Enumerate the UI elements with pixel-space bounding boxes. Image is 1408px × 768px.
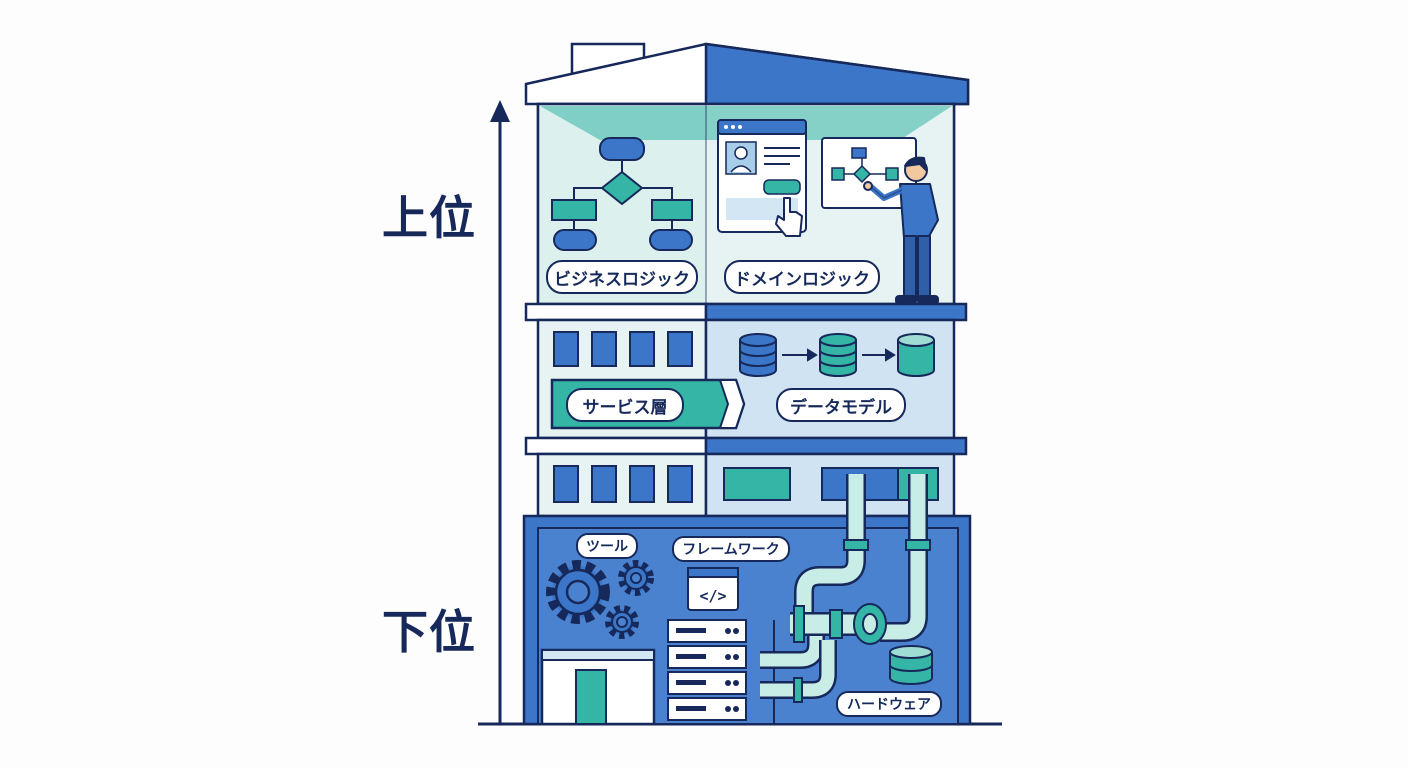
floor-divider-1 [524,302,968,322]
lower-floor [536,452,956,518]
pipe-joints [793,539,931,703]
database-icon [897,333,935,377]
code-window-icon: </> [687,567,739,611]
axis-label-top: 上位 [382,191,476,245]
flowchart-icon [551,137,693,251]
server-rack-icon [667,619,747,721]
gear-icon [546,560,610,624]
label-data-model: データモデル [776,388,906,422]
database-icon [889,645,933,685]
label-framework: フレームワーク [672,536,790,562]
hand-cursor-icon [775,197,803,237]
door-block [540,648,656,726]
label-business-logic: ビジネスロジック [546,260,698,294]
label-hardware: ハードウェア [836,691,942,717]
database-icon [739,333,777,377]
label-service-layer: サービス層 [566,388,684,422]
database-icon [819,333,857,377]
label-tool: ツール [576,533,638,559]
label-domain-logic: ドメインロジック [724,260,880,294]
roof [524,42,970,112]
gear-icon [605,605,639,639]
gear-icon [618,560,654,596]
database-flow-icon [739,333,935,377]
floor-divider-2 [524,436,968,456]
axis-label-bottom: 下位 [382,605,476,659]
code-icon: </> [699,587,726,605]
person-figure [863,156,939,305]
